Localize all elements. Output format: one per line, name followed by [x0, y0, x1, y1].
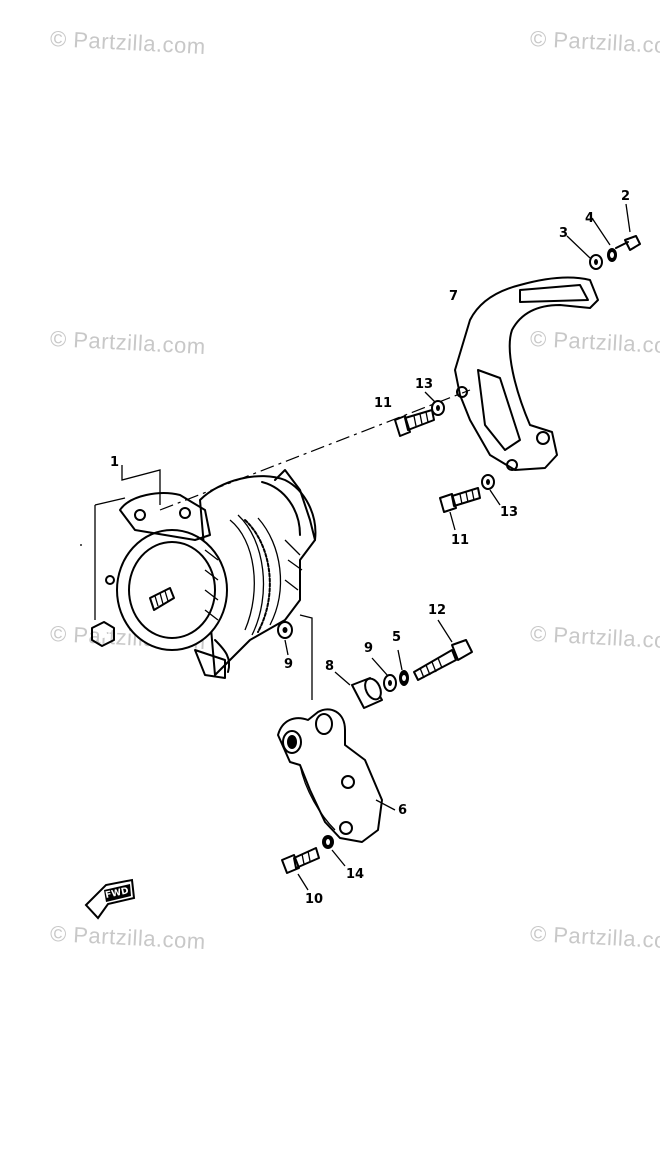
callout-2: 2	[621, 189, 630, 204]
callout-leader	[449, 489, 501, 531]
callout-leader	[331, 849, 346, 867]
callout-leader	[284, 639, 289, 656]
callout-5: 5	[392, 630, 401, 645]
bolt-11-upper	[394, 409, 435, 437]
callout-leader	[566, 203, 631, 259]
washer-5	[399, 670, 409, 686]
washer-14	[322, 835, 334, 849]
callout-leader	[121, 465, 161, 505]
alternator	[91, 469, 317, 679]
forward-arrow-icon: FWD	[84, 878, 136, 920]
adjusting-bracket	[454, 276, 599, 471]
callout-4: 4	[585, 211, 594, 226]
callout-10: 10	[305, 892, 323, 907]
washer-9-left	[277, 621, 293, 639]
callout-9-right: 9	[364, 641, 373, 656]
callout-leader	[371, 649, 403, 677]
alignment-line	[159, 389, 471, 511]
callout-leader	[299, 614, 313, 700]
callout-9-left: 9	[284, 657, 293, 672]
callout-leader	[94, 497, 126, 506]
lower-bracket	[277, 708, 383, 843]
callout-6: 6	[398, 803, 407, 818]
washer-13-upper	[431, 400, 445, 416]
callout-13-lower: 13	[500, 505, 518, 520]
callout-7: 7	[449, 289, 458, 304]
callout-12: 12	[428, 603, 446, 618]
callout-8: 8	[325, 659, 334, 674]
callout-14: 14	[346, 867, 364, 882]
washer-3	[589, 254, 603, 270]
callout-1: 1	[110, 455, 119, 470]
callout-leader	[375, 799, 396, 811]
bolt-12	[413, 639, 473, 681]
forward-label: FWD	[105, 886, 130, 901]
collar-8	[351, 677, 383, 709]
washer-9-right	[383, 674, 397, 692]
callout-leader	[437, 619, 453, 643]
washer-4	[607, 248, 617, 262]
bolt-2	[615, 235, 641, 251]
callout-leader	[334, 671, 351, 686]
callout-11-lower: 11	[451, 533, 469, 548]
callout-13-upper: 13	[415, 377, 433, 392]
washer-13-lower	[481, 474, 495, 490]
callout-leader	[297, 873, 309, 891]
callout-11-upper: 11	[374, 396, 392, 411]
bolt-11-lower	[439, 487, 481, 513]
callout-3: 3	[559, 226, 568, 241]
callout-leader	[424, 391, 436, 403]
bolt-10	[281, 847, 320, 874]
